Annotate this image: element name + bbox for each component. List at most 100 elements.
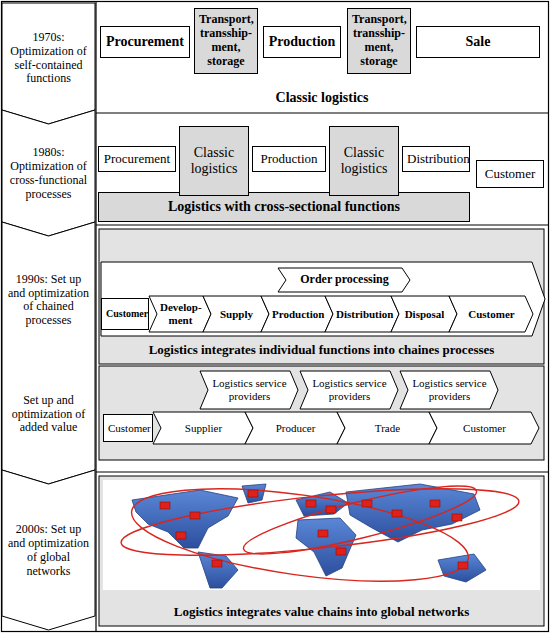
- map-part: [96, 112, 549, 113]
- node-text: Order processing: [300, 273, 389, 287]
- map-part: [160, 502, 170, 509]
- outline: [203, 296, 269, 332]
- customer-box: Customer: [101, 298, 149, 330]
- node-text: Develop-ment: [160, 301, 201, 326]
- era-arrow: 1970s: Optimization of self-contained fu…: [2, 3, 95, 124]
- outline: [200, 371, 298, 409]
- outline: [2, 470, 95, 630]
- value-chevron: Trade: [337, 412, 437, 444]
- node-text: 1990s: Set up and optimization of chaine…: [6, 273, 91, 328]
- caption-text: Classic logistics: [276, 90, 369, 106]
- function-box: Production: [252, 146, 326, 172]
- logistics-box: Transport, transship-ment, storage: [194, 8, 258, 74]
- map-part: [318, 530, 328, 537]
- customer-box: Customer: [476, 160, 544, 188]
- outline: [337, 412, 437, 444]
- value-chevron: Customer: [429, 412, 539, 444]
- outline: [2, 3, 95, 124]
- arrow-outline: [2, 222, 95, 484]
- map-part: [438, 554, 486, 582]
- service-provider-chevron: Logistics service providers: [200, 371, 298, 409]
- node-text: 1970s: Optimization of self-contained fu…: [6, 31, 91, 86]
- outline: [2, 222, 95, 484]
- value-chevron: Producer: [245, 412, 345, 444]
- logistics-box: Classic logistics: [179, 126, 249, 196]
- node-text: Production: [260, 152, 317, 167]
- era-arrow: 1980s: Optimization of cross-functional …: [2, 110, 95, 236]
- value-chevron: Supplier: [153, 412, 253, 444]
- node-text: Customer: [485, 167, 536, 182]
- caption-text: Logistics integrates individual function…: [149, 343, 495, 358]
- function-box: Procurement: [100, 26, 190, 58]
- era-panel: Classic logistics Procurement Transport, t…: [97, 2, 547, 112]
- node-text: Trade: [375, 422, 400, 435]
- node-text: Customer: [106, 308, 144, 320]
- map-part: [392, 510, 402, 517]
- node-text: Logistics service providers: [411, 377, 488, 402]
- map-part: [326, 506, 336, 513]
- network-panel: Logistics integrates value chains into g…: [99, 476, 544, 626]
- node-text: Distribution: [336, 308, 389, 321]
- node-text: Supply: [220, 308, 253, 321]
- node-text: 2000s: Set up and optimization of global…: [6, 523, 91, 578]
- node-text: Producer: [276, 422, 316, 435]
- outline: [400, 371, 498, 409]
- map-part: [99, 366, 544, 460]
- outline: [429, 412, 539, 444]
- process-chevron: Supply: [203, 296, 269, 332]
- outline: [325, 296, 399, 332]
- world-map: [132, 484, 486, 588]
- node-text: Logistics service providers: [311, 377, 388, 402]
- outline: [261, 296, 333, 332]
- node-text: Procurement: [106, 34, 184, 50]
- function-box: Procurement: [98, 146, 176, 172]
- service-provider-chevron: Logistics service providers: [400, 371, 498, 409]
- panel-grounds: [99, 229, 545, 626]
- era-arrow: 1990s: Set up and optimization of chaine…: [2, 222, 95, 484]
- node-text: Classic logistics: [184, 145, 244, 177]
- map-part: [132, 490, 238, 548]
- function-box: Distribution: [402, 146, 470, 172]
- logistics-box: Transport, transship-ment, storage: [347, 8, 411, 74]
- map-part: [176, 532, 186, 539]
- outline: [245, 412, 345, 444]
- map-part: [239, 474, 481, 567]
- node-text: Transport, transship-ment, storage: [352, 13, 406, 68]
- caption-text: Logistics with cross-sectional functions: [168, 199, 400, 215]
- map-part: [346, 484, 480, 542]
- node-text: Production: [272, 308, 323, 321]
- map-part: [95, 2, 96, 632]
- outline: [449, 296, 533, 332]
- caption-text: Logistics integrates value chains into g…: [174, 605, 469, 620]
- service-provider-chevron: Logistics service providers: [300, 371, 398, 409]
- outline: [153, 412, 253, 444]
- map-part: [99, 229, 544, 364]
- map-part: [242, 484, 266, 503]
- node-text: Customer: [463, 422, 506, 435]
- node-text: Distribution: [407, 152, 465, 167]
- map-part: [452, 514, 462, 521]
- network-routes: [118, 472, 521, 599]
- map-part: [190, 512, 200, 519]
- chain-panel: Logistics integrates individual function…: [99, 229, 544, 364]
- node-text: Transport, transship-ment, storage: [199, 13, 253, 68]
- map-part: [212, 560, 222, 567]
- era-arrow: 2000s: Set up and optimization of global…: [2, 470, 95, 630]
- node-text: Sale: [466, 34, 491, 50]
- node-text: 1980s: Optimization of cross-functional …: [6, 146, 91, 201]
- outline: [391, 296, 457, 332]
- map-part: [99, 476, 544, 626]
- function-box: Production: [263, 26, 341, 58]
- outline: [300, 371, 398, 409]
- cross-section-band: Logistics with cross-sectional functions: [98, 192, 470, 222]
- map-part: [101, 262, 545, 336]
- process-chevron: Distribution: [325, 296, 399, 332]
- process-chevron: Customer: [449, 296, 533, 332]
- node-text: Customer: [468, 308, 514, 321]
- map-part: [362, 500, 372, 507]
- customer-box: Customer: [103, 414, 153, 442]
- map-part: [126, 472, 474, 599]
